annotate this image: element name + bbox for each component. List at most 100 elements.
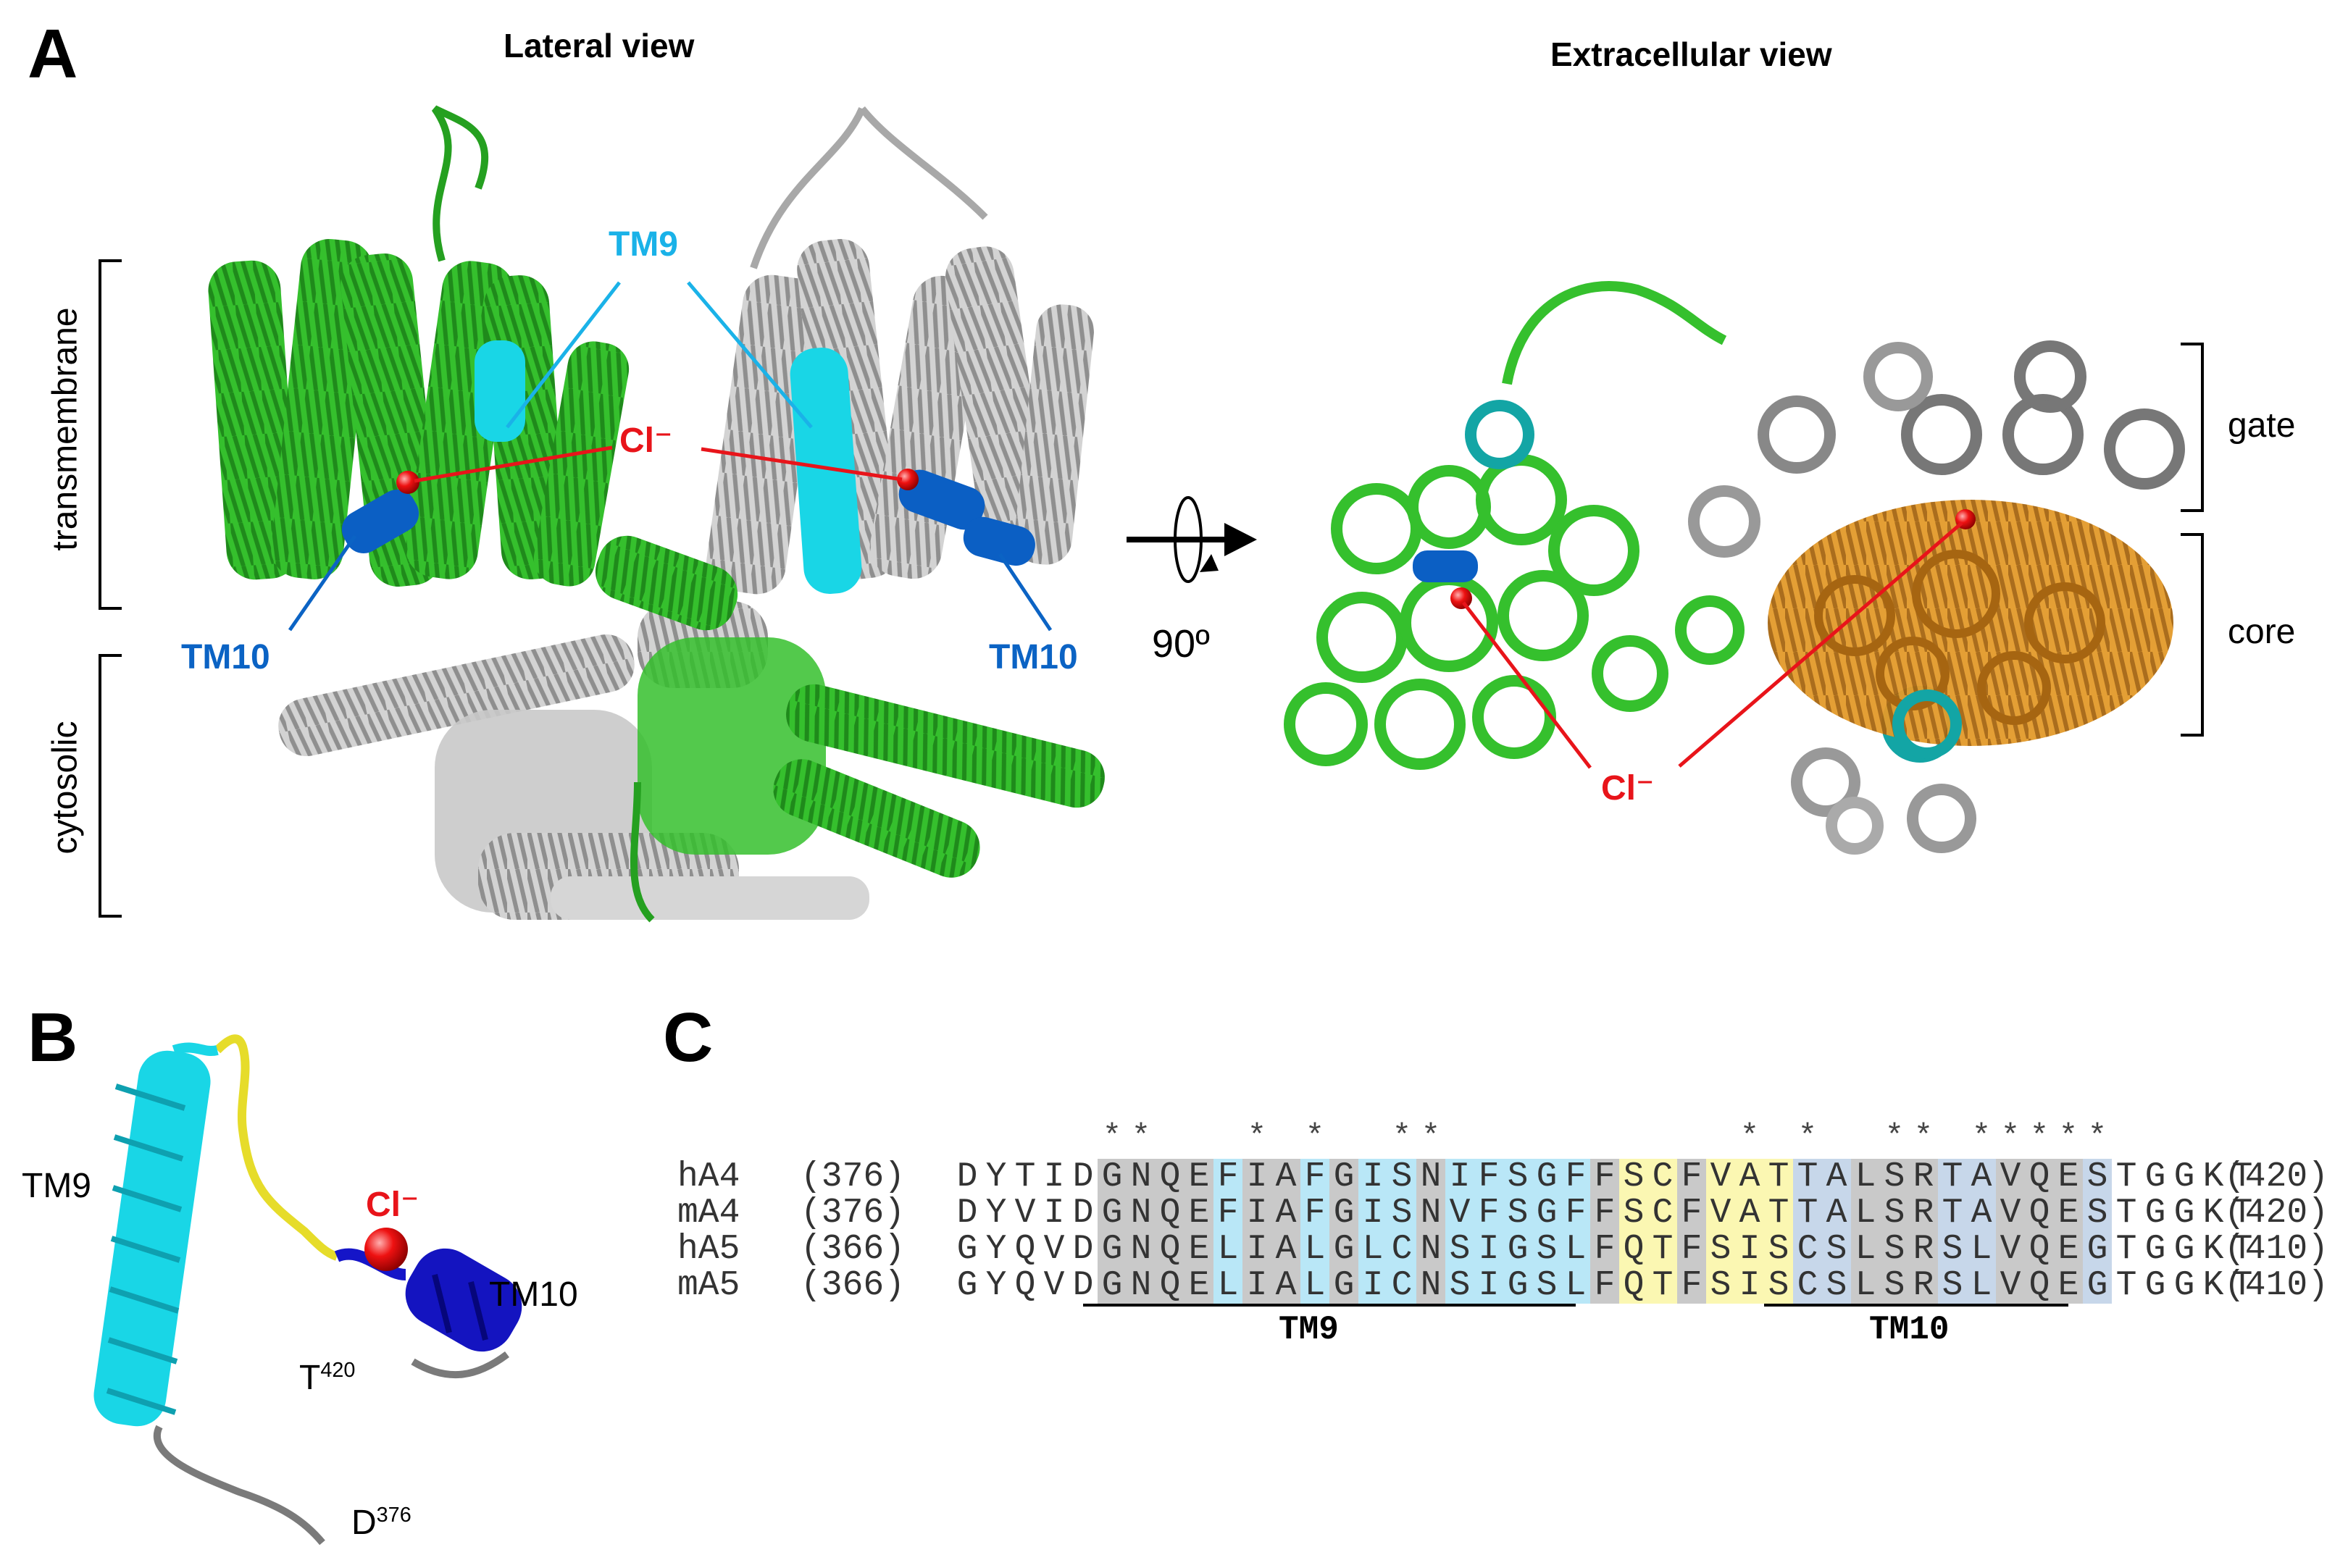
residue: A [1967, 1195, 1996, 1231]
residue: G [956, 1266, 978, 1305]
residue: I [1242, 1267, 1271, 1304]
residue: V [1445, 1195, 1474, 1231]
residue: G [2173, 1230, 2195, 1269]
residue: G [2173, 1194, 2195, 1233]
residue: S [1706, 1231, 1735, 1267]
residue: C [1648, 1195, 1677, 1231]
residue: T [2115, 1230, 2137, 1269]
lateral-tm10-label-right: TM10 [989, 638, 1078, 676]
residue: F [1300, 1195, 1329, 1231]
residue: L [1300, 1267, 1329, 1304]
conservation-mark [1590, 1119, 1619, 1155]
residue: S [1503, 1159, 1532, 1195]
residue: F [1677, 1195, 1706, 1231]
residue: T [2231, 1194, 2253, 1233]
panel-b-letter: B [28, 999, 78, 1076]
residue: K [2202, 1194, 2224, 1233]
lateral-tm10-label-left: TM10 [181, 638, 270, 676]
conservation-mark: * [1392, 1119, 1412, 1155]
residue: G [1503, 1231, 1532, 1267]
conservation-mark: * [1421, 1119, 1441, 1155]
conservation-mark [1271, 1119, 1300, 1155]
residue: Q [1619, 1231, 1648, 1267]
extracellular-callout-lines [1462, 521, 1963, 769]
residue: F [1561, 1159, 1590, 1195]
residue: E [1185, 1195, 1213, 1231]
conservation-mark [1213, 1119, 1242, 1155]
residue: N [1127, 1159, 1156, 1195]
residue: F [1677, 1231, 1706, 1267]
residue: K [2202, 1157, 2224, 1196]
residue: S [1619, 1195, 1648, 1231]
residue: A [1271, 1267, 1300, 1304]
residue: F [1590, 1159, 1619, 1195]
residue: L [1967, 1231, 1996, 1267]
residue: L [1851, 1195, 1880, 1231]
residue: T [1764, 1159, 1793, 1195]
lateral-chloride-ions [396, 469, 919, 494]
conservation-mark [2141, 1119, 2170, 1155]
residue: S [1764, 1231, 1793, 1267]
sequence-start: (366) [801, 1266, 906, 1305]
residue: T [1793, 1195, 1822, 1231]
conservation-mark: * [2087, 1119, 2107, 1155]
residue: S [1445, 1231, 1474, 1267]
residue: F [1561, 1195, 1590, 1231]
conservation-mark: * [2029, 1119, 2050, 1155]
conservation-mark: * [1739, 1119, 1760, 1155]
lateral-gray-protomer [278, 106, 1095, 920]
lateral-view-title: Lateral view [504, 27, 695, 64]
residue: S [1387, 1195, 1416, 1231]
residue: S [1822, 1267, 1851, 1304]
residue: S [1532, 1231, 1561, 1267]
conservation-mark: * [1102, 1119, 1122, 1155]
residue: A [1735, 1159, 1764, 1195]
core-label: core [2228, 613, 2296, 651]
residue: G [956, 1230, 978, 1269]
residue: Q [1014, 1230, 1036, 1269]
residue: T [2115, 1266, 2137, 1305]
conservation-mark [1329, 1119, 1358, 1155]
residue: F [1677, 1159, 1706, 1195]
residue: A [1822, 1159, 1851, 1195]
residue: E [1185, 1267, 1213, 1304]
residue: I [1358, 1267, 1387, 1304]
lateral-tm10-helices [341, 469, 1035, 566]
gate-label: gate [2228, 406, 2296, 445]
residue: N [1127, 1267, 1156, 1304]
residue: F [1590, 1195, 1619, 1231]
conservation-mark [2199, 1119, 2228, 1155]
conservation-mark [1938, 1119, 1967, 1155]
residue: Q [2025, 1195, 2054, 1231]
sequence-end: (420) [2224, 1157, 2329, 1196]
panel-b-d376-label: D376 [351, 1504, 411, 1542]
residue: I [1358, 1195, 1387, 1231]
residue: T [1014, 1157, 1036, 1196]
extracellular-brackets [2181, 343, 2204, 737]
sequence-name: mA4 [677, 1194, 740, 1233]
residue: G [1098, 1159, 1127, 1195]
residue: S [1938, 1231, 1967, 1267]
residue: E [2054, 1267, 2083, 1304]
conservation-mark [1764, 1119, 1793, 1155]
conservation-mark [1851, 1119, 1880, 1155]
sequence-end: (410) [2224, 1230, 2329, 1269]
residue: S [1445, 1267, 1474, 1304]
lateral-green-protomer [208, 105, 1105, 923]
residue: Q [1156, 1159, 1185, 1195]
residue: F [1213, 1195, 1242, 1231]
conservation-mark [982, 1119, 1011, 1155]
residue: L [1358, 1231, 1387, 1267]
residue: N [1127, 1231, 1156, 1267]
residue: Y [985, 1194, 1007, 1233]
residue: D [956, 1194, 978, 1233]
residue: C [1387, 1231, 1416, 1267]
residue: T [1793, 1159, 1822, 1195]
residue: I [1474, 1267, 1503, 1304]
residue: N [1416, 1267, 1445, 1304]
sequence-start: (376) [801, 1157, 906, 1196]
residue: A [1271, 1195, 1300, 1231]
residue: Q [2025, 1159, 2054, 1195]
